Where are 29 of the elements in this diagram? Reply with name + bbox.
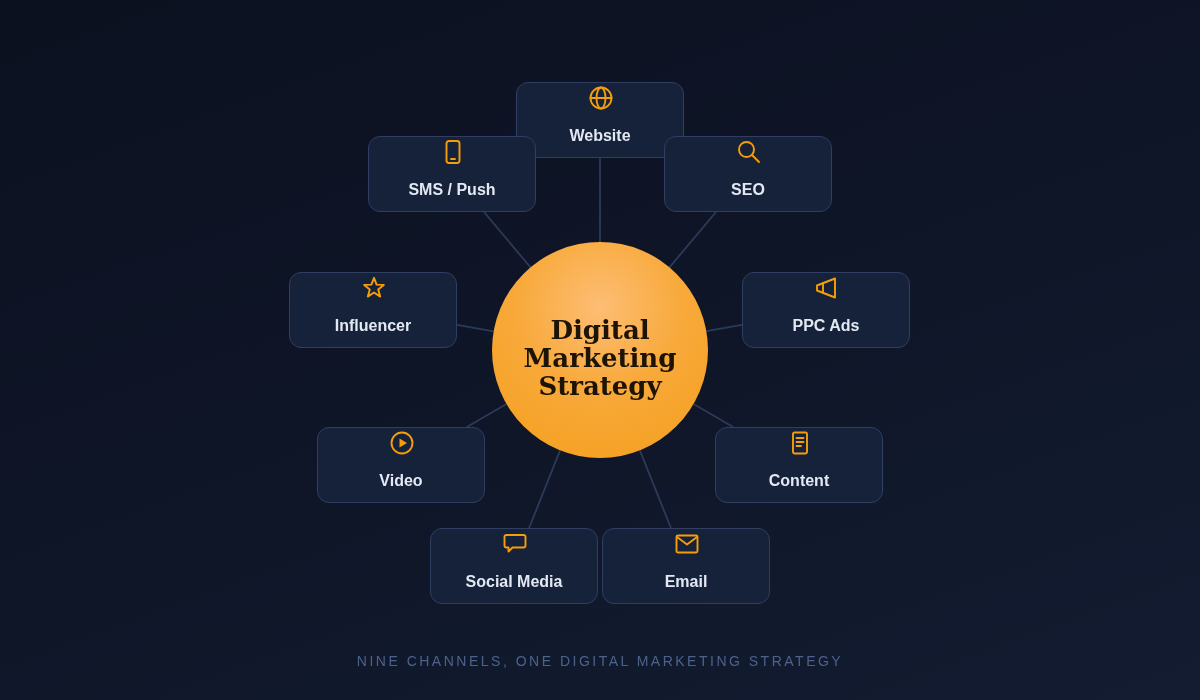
hub-title: Digital Marketing Strategy [522,316,678,400]
channel-card [317,427,485,503]
channel-card [430,528,598,604]
channel-card [664,136,832,212]
channel-label: Website [569,126,631,146]
channel-label: Email [664,572,708,592]
connector-line [456,323,495,333]
channel-label: Influencer [334,316,412,336]
connector-line [465,403,508,428]
connector-line [528,449,561,529]
connector-line [705,324,743,333]
connector-line [692,403,735,428]
caption: NINE CHANNELS, ONE DIGITAL MARKETING STRATEGY [356,652,844,670]
connector-line [599,157,601,243]
channel-label: Social Media [465,572,563,592]
channel-card [602,528,770,604]
connector-line [639,449,672,529]
channel-label: SEO [731,180,765,200]
channel-label: Content [768,471,830,491]
connector-line [483,211,532,269]
connector-line [668,211,717,269]
channel-card [289,272,457,348]
channel-card [368,136,536,212]
channel-label: Video [379,471,423,491]
channel-label: SMS / Push [408,180,496,200]
channel-card [742,272,910,348]
channel-card [516,82,684,158]
channel-card [715,427,883,503]
channel-label: PPC Ads [792,316,860,336]
